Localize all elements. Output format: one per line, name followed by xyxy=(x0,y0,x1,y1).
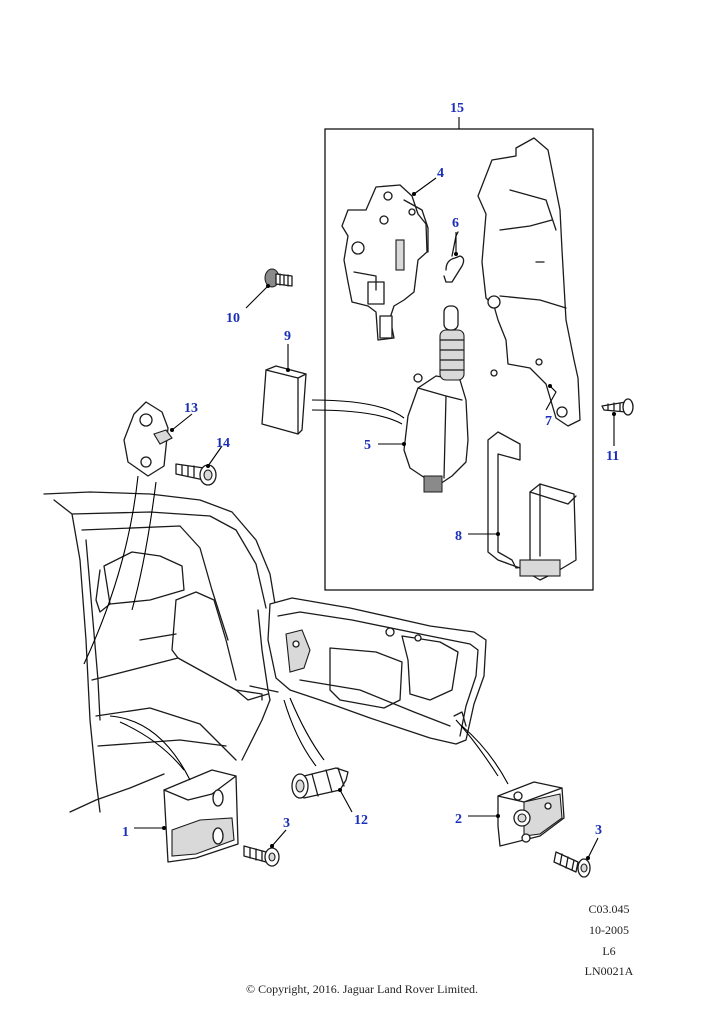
kit-frame xyxy=(324,117,594,591)
part-4-latch[interactable] xyxy=(341,184,429,341)
callout-9: 9 xyxy=(284,329,291,344)
callout-4: 4 xyxy=(437,166,444,181)
part-9-pad[interactable] xyxy=(261,365,307,435)
part-6-clip[interactable] xyxy=(443,231,465,283)
part-3-screw-left[interactable] xyxy=(243,845,280,867)
drawing-reference: LN0021A xyxy=(584,964,634,978)
callout-6: 6 xyxy=(452,216,459,231)
leader-lines xyxy=(134,177,616,860)
drawing-model: L6 xyxy=(602,944,616,958)
part-14-bolt[interactable] xyxy=(175,463,217,486)
part-10-bolt[interactable] xyxy=(264,268,293,288)
part-12-buffer[interactable] xyxy=(291,767,349,799)
callout-1: 1 xyxy=(122,825,129,840)
callout-14: 14 xyxy=(216,436,230,451)
part-1-striker-block[interactable] xyxy=(163,769,239,863)
callout-13: 13 xyxy=(184,401,198,416)
callout-10: 10 xyxy=(226,311,240,326)
part-13-striker[interactable] xyxy=(123,401,173,477)
callout-15: 15 xyxy=(450,101,464,116)
tailgate xyxy=(267,597,487,745)
callout-11: 11 xyxy=(606,449,619,464)
callouts: 15 4 6 10 9 13 7 14 5 11 8 12 3 1 2 3 xyxy=(122,101,619,840)
callout-12: 12 xyxy=(354,813,368,828)
part-5-actuator[interactable] xyxy=(403,305,469,493)
part-7-bracket[interactable] xyxy=(477,137,581,427)
copyright-notice: © Copyright, 2016. Jaguar Land Rover Lim… xyxy=(245,982,479,996)
callout-5: 5 xyxy=(364,438,371,453)
callout-7: 7 xyxy=(545,414,552,429)
callout-8: 8 xyxy=(455,529,462,544)
part-3-screw-right[interactable] xyxy=(553,851,591,878)
vehicle-rear-body xyxy=(43,491,279,813)
drawing-date: 10-2005 xyxy=(589,923,629,937)
part-11-screw[interactable] xyxy=(601,398,634,416)
fitment-lines xyxy=(83,399,509,785)
callout-3b: 3 xyxy=(595,823,602,838)
part-8-module-bracket[interactable] xyxy=(487,431,577,581)
callout-3a: 3 xyxy=(283,816,290,831)
callout-2: 2 xyxy=(455,812,462,827)
part-2-latch-plate[interactable] xyxy=(497,781,565,847)
drawing-code: C03.045 xyxy=(588,902,630,916)
